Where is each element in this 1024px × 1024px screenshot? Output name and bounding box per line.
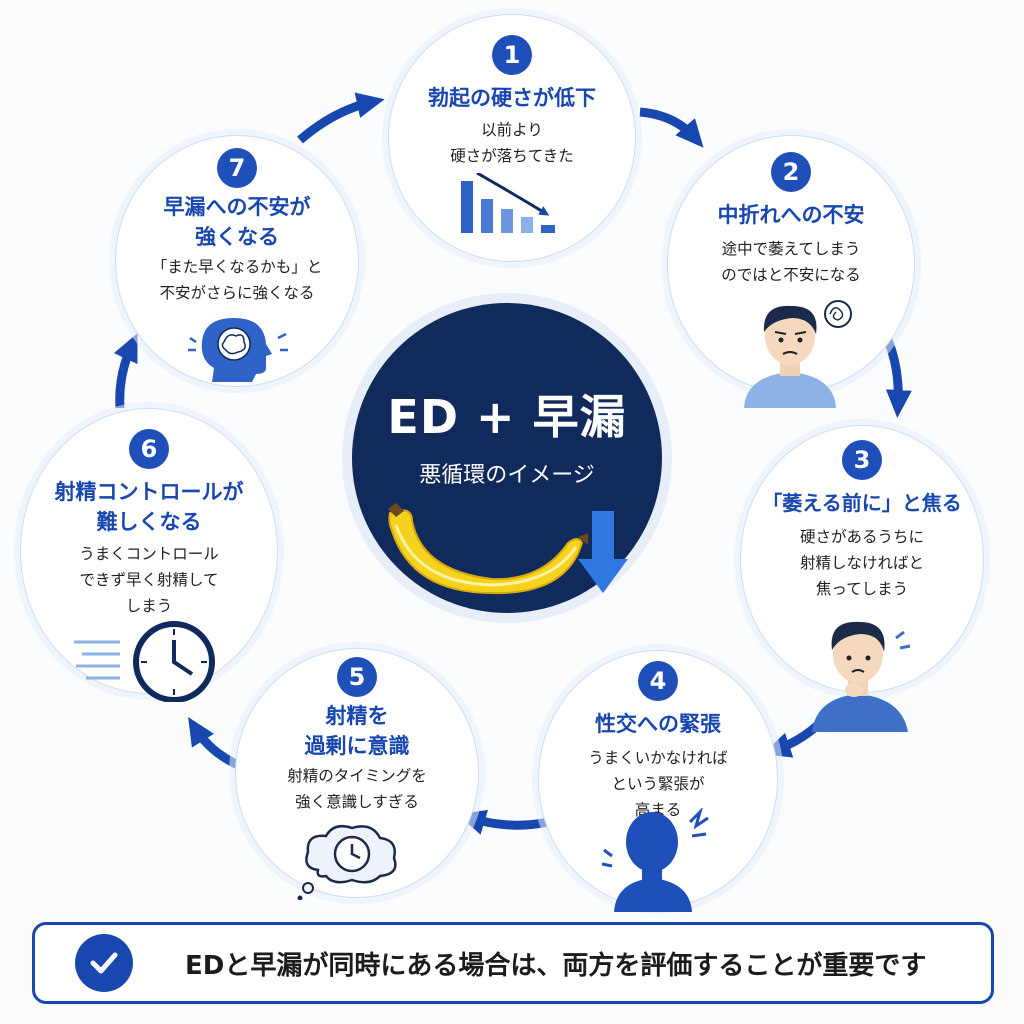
step-description: 途中で萎えてしまう のではと不安になる [721,240,861,284]
fast-clock-icon [74,621,215,702]
arrow-1-to-2 [639,107,704,148]
arrow-7-to-1 [297,92,385,144]
step-number-badge: 6 [129,429,169,469]
arrow-5-to-6 [188,716,240,770]
check-circle-icon [75,934,133,992]
declining-bar-chart-icon [461,173,555,233]
step-1-node: 1 勃起の硬さが低下 以前より 硬さが落ちてきた [388,14,636,262]
step-title: 射精を 過剰に意識 [304,704,410,758]
tense-head-icon [601,808,709,912]
worried-man-icon [744,300,852,408]
banana-icon [388,503,628,595]
step-title: 射精コントロールが 難しくなる [54,480,244,534]
step-number-badge: 7 [217,148,257,188]
step-7-node: 7 早漏への不安が 強くなる 「また早くなるかも」と 不安がさらに強くなる [115,135,359,387]
step-title: 早漏への不安が 強くなる [163,195,311,249]
step-number-badge: 3 [842,440,882,480]
center-title: ED + 早漏 [387,390,627,444]
step-number-badge: 2 [771,152,811,192]
step-title: 性交への緊張 [595,712,721,736]
arrow-2-to-3 [883,338,912,418]
clock-thought-bubble-icon [297,825,397,900]
step-number-badge: 1 [492,35,532,75]
anxious-brain-head-icon [188,318,288,382]
step-number-badge: 5 [337,657,377,697]
step-description: うまくいかなければ という緊張が 高まる [588,749,728,819]
step-number-badge: 4 [638,661,678,701]
center-circle: ED + 早漏 悪循環のイメージ [352,303,662,613]
center-subtitle: 悪循環のイメージ [419,463,595,488]
step-description: 以前より 硬さが落ちてきた [450,121,574,165]
step-title: 「萎える前に」と焦る [762,491,962,515]
footer-banner: EDと早漏が同時にある場合は、両方を評価することが重要です [32,922,994,1004]
step-title: 中折れへの不安 [717,203,865,227]
step-6-node: 6 射精コントロールが 難しくなる うまくコントロール できず早く射精して しま… [20,408,278,694]
anxious-man-icon [812,621,911,732]
step-description: 「また早くなるかも」と 不安がさらに強くなる [151,258,323,302]
footer-text: EDと早漏が同時にある場合は、両方を評価することが重要です [185,950,927,981]
step-description: 硬さがあるうちに 射精しなければと 焦ってしまう [799,528,924,598]
step-title: 勃起の硬さが低下 [428,86,596,110]
step-description: うまくコントロール できず早く射精して しまう [79,545,219,615]
step-description: 射精のタイミングを 強く意識しすぎる [287,767,427,811]
arrow-6-to-7 [113,333,138,409]
arrow-4-to-5 [457,809,549,835]
